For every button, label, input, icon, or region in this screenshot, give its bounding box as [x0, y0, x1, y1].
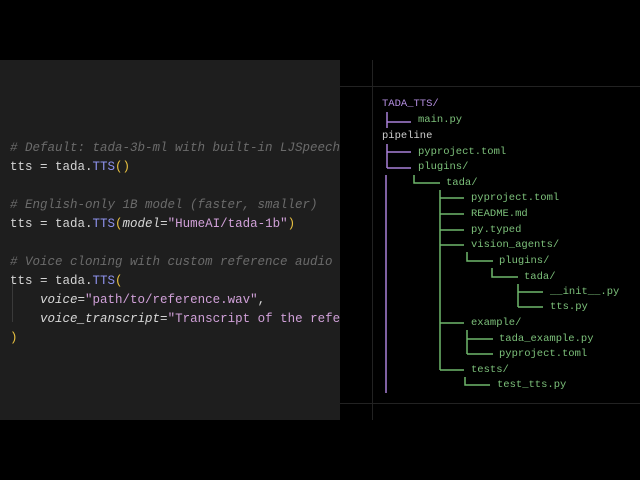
child-branches [413, 175, 543, 386]
code-line: # Default: tada-3b-ml with built-in LJSp… [10, 140, 340, 156]
tree-item: pipeline [382, 130, 433, 142]
tree-item: tts.py [550, 301, 588, 313]
code-token-plain: tts = tada. [10, 217, 93, 231]
grid-line [340, 86, 640, 87]
code-editor-panel: # Default: tada-3b-ml with built-in LJSp… [0, 60, 340, 420]
code-token-plain: tts = tada. [10, 274, 93, 288]
code-line: tts = tada.TTS( [10, 273, 123, 289]
code-token-plain: , [257, 293, 266, 307]
tree-item: __init__.py [550, 286, 620, 298]
code-token-plain: = [160, 312, 168, 326]
code-token-comment: # English-only 1B model (faster, smaller… [10, 198, 318, 212]
grid-line [340, 403, 640, 404]
code-token-str: "path/to/reference.wav" [85, 293, 258, 307]
code-token-plain: = [160, 217, 168, 231]
code-token-plain [10, 293, 40, 307]
tree-item: test_tts.py [497, 379, 567, 391]
code-line: voice="path/to/reference.wav", [10, 292, 265, 308]
tree-item: vision_agents/ [471, 239, 560, 251]
code-line: # English-only 1B model (faster, smaller… [10, 197, 318, 213]
code-token-str: "Transcript of the reference audio" [167, 312, 340, 326]
code-token-comment: # Default: tada-3b-ml with built-in LJSp… [10, 141, 340, 155]
code-token-paren: ) [10, 331, 18, 345]
indent-guide [12, 284, 13, 322]
code-token-paren: ) [287, 217, 296, 231]
code-token-param: model [122, 217, 161, 231]
tree-item: pyproject.toml [418, 146, 507, 158]
code-token-paren: ( [115, 274, 123, 288]
code-line: # Voice cloning with custom reference au… [10, 254, 333, 270]
tree-item: pyproject.toml [471, 192, 560, 204]
grid-line [372, 60, 373, 420]
code-token-fn: TTS [92, 160, 116, 174]
tree-item: plugins/ [418, 161, 469, 173]
code-token-fn: TTS [92, 274, 116, 288]
code-line: tts = tada.TTS(model="HumeAI/tada-1b") [10, 216, 295, 232]
code-token-str: "HumeAI/tada-1b" [167, 217, 288, 231]
tree-item: tests/ [471, 364, 509, 376]
code-token-param: voice [40, 293, 78, 307]
tree-item: plugins/ [499, 255, 550, 267]
tree-item: tada_example.py [499, 333, 594, 345]
tree-item: README.md [471, 208, 528, 220]
code-line: tts = tada.TTS() [10, 159, 130, 175]
tree-item: tada/ [446, 177, 478, 189]
root-branches [385, 112, 411, 393]
tree-item: example/ [471, 317, 522, 329]
code-token-param: voice_transcript [40, 312, 161, 326]
tree-branches [385, 112, 543, 393]
code-token-fn: TTS [92, 217, 116, 231]
code-line: voice_transcript="Transcript of the refe… [10, 311, 340, 327]
tree-item: main.py [418, 114, 463, 126]
code-token-paren: ( [115, 217, 123, 231]
code-token-plain: = [77, 293, 86, 307]
tree-item: tada/ [524, 271, 556, 283]
code-token-comment: # Voice cloning with custom reference au… [10, 255, 333, 269]
tree-item: py.typed [471, 224, 522, 236]
code-token-plain: tts = tada. [10, 160, 93, 174]
code-line: ) [10, 330, 18, 346]
tree-item: TADA_TTS/ [382, 98, 439, 110]
tree-item: pyproject.toml [499, 348, 588, 360]
code-token-paren: () [115, 160, 131, 174]
code-token-plain [10, 312, 40, 326]
file-tree-panel: TADA_TTS/main.py pipeline pyproject.toml pl… [340, 60, 640, 420]
